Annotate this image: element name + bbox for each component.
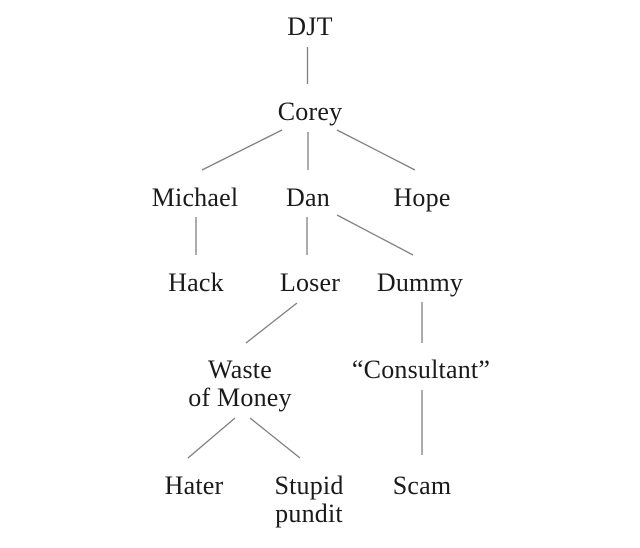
node-dan: Dan xyxy=(286,183,330,212)
node-dummy: Dummy xyxy=(376,268,464,297)
edge-corey-michael xyxy=(201,129,283,171)
node-scam: Scam xyxy=(392,471,452,500)
edge-waste-of-money-hater xyxy=(187,417,236,459)
node-hack: Hack xyxy=(168,268,224,297)
edge-waste-of-money-stupid-pundit xyxy=(249,417,301,459)
node-michael: Michael xyxy=(151,183,239,212)
node-corey: Corey xyxy=(277,97,343,126)
node-consultant: “Consultant” xyxy=(351,355,491,384)
node-hater: Hater xyxy=(164,471,224,500)
node-hope: Hope xyxy=(393,183,451,212)
node-djt: DJT xyxy=(287,12,333,41)
edge-dan-dummy xyxy=(336,214,414,256)
edge-corey-hope xyxy=(336,129,416,171)
node-waste-of-money: Waste of Money xyxy=(188,355,292,412)
node-loser: Loser xyxy=(279,268,341,297)
edge-loser-waste-of-money xyxy=(245,302,298,344)
node-stupid-pundit: Stupid pundit xyxy=(274,471,344,528)
